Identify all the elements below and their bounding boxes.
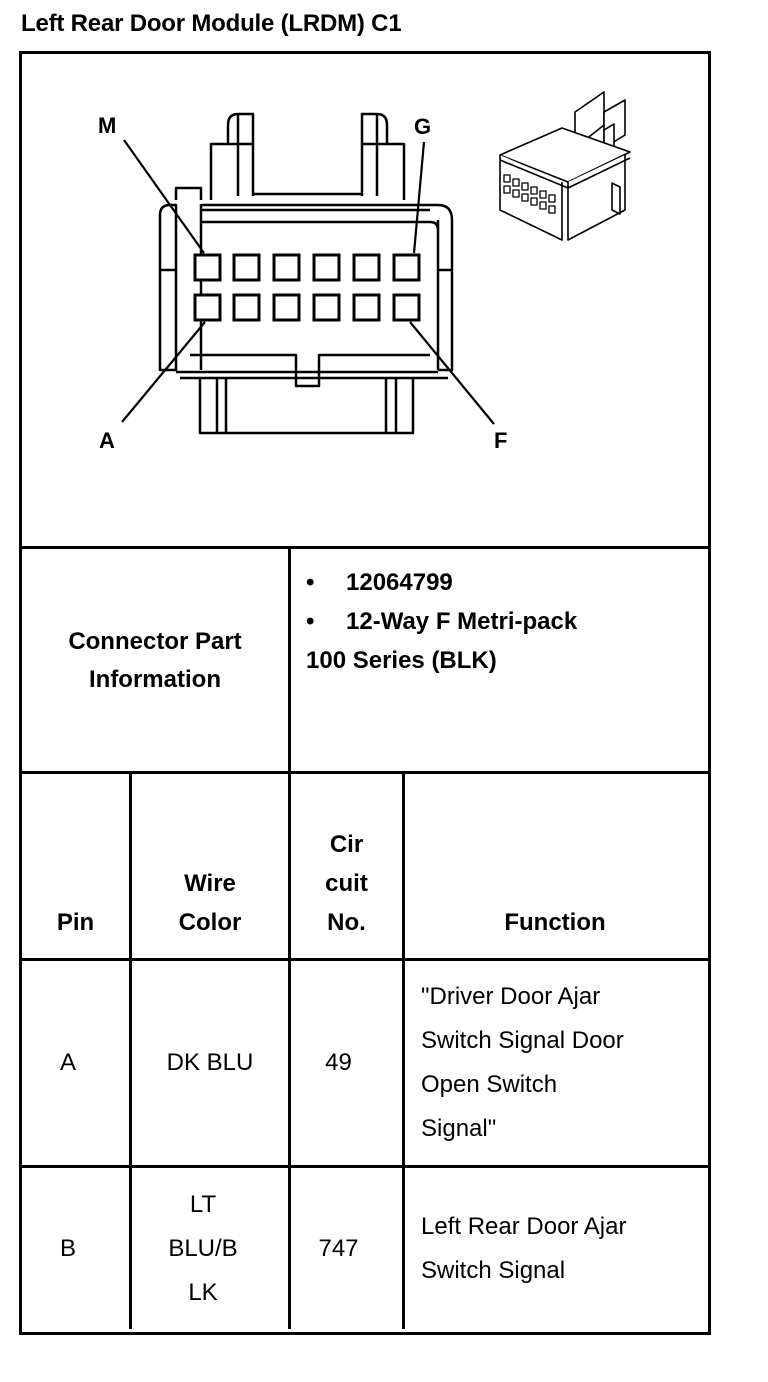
row-a-function: "Driver Door Ajar Switch Signal Door Ope… [405,961,705,1165]
cell-text: Signal" [421,1115,497,1142]
cavity [193,293,222,322]
cell-text: DK BLU [166,1049,254,1076]
cell-text: "Driver Door Ajar [421,983,601,1010]
cavity [272,293,301,322]
row-a-pin: A [59,1049,76,1076]
pin-label-a: A [99,428,115,453]
leader-line-a [121,321,206,423]
connector-part-info-list: • 12064799 • 12-Way F Metri-pack 100 Ser… [306,563,577,680]
row-b-wire-color: LT BLU/B LK [132,1168,274,1329]
cell-text: Switch Signal [421,1256,566,1284]
cell-text: Switch Signal Door [421,1027,624,1054]
leader-line-m [123,139,205,254]
divider [19,1165,708,1168]
row-b-circuit: 747 [318,1234,359,1262]
header-text: cuit [325,870,368,897]
part-number: 12064799 [346,569,453,596]
label-line: Information [88,665,221,693]
cavity [352,293,381,322]
header-text: Cir [329,831,364,858]
bullet-icon: • [306,608,315,635]
cavity [352,253,381,282]
cell-text: Open Switch [421,1071,558,1098]
connector-table-frame [19,51,711,1335]
header-text: Function [504,909,606,936]
pin-label-m: M [98,113,116,138]
connector-diagram: M G A F [22,54,705,546]
header-function: Function [405,774,705,958]
bullet-icon: • [306,569,315,596]
header-text: Wire [184,870,236,897]
cavity [193,253,222,282]
cavity [312,293,341,322]
label-line: Connector Part [68,627,242,655]
leader-line-g [412,141,426,254]
divider [19,958,708,961]
header-text: Color [178,909,242,936]
cavity [232,293,261,322]
header-text: Pin [56,909,95,936]
header-circuit-no: Cir cuit No. [291,774,402,958]
pin-label-f: F [494,428,507,453]
cavity [232,253,261,282]
part-number-item: • 12064799 [306,563,577,602]
cell-text: LT [189,1190,217,1218]
cavity [392,293,421,322]
divider [19,546,708,549]
divider [129,771,132,1329]
header-wire-color: Wire Color [132,774,288,958]
header-pin: Pin [22,774,129,958]
cell-text: LK [188,1278,218,1306]
connector-part-info-label: Connector Part Information [22,550,288,771]
divider [19,771,708,774]
connector-series: 100 Series (BLK) [306,647,497,674]
cavity [272,253,301,282]
cavity [312,253,341,282]
divider [288,546,291,774]
cell-text: BLU/B [168,1234,238,1262]
connector-3d-view-icon [499,91,631,241]
header-text: No. [327,909,366,936]
cell-text: Left Rear Door Ajar [421,1212,627,1240]
connector-type-item: • 12-Way F Metri-pack [306,602,577,641]
page-title: Left Rear Door Module (LRDM) C1 [21,10,402,37]
row-a-wire-color: DK BLU [132,961,288,1165]
row-a-circuit: 49 [325,1049,352,1076]
row-b-function: Left Rear Door Ajar Switch Signal [405,1168,705,1329]
row-b-pin: B [59,1234,76,1262]
connector-face-view-icon: M G A F [98,91,631,453]
divider [402,771,405,1329]
cavity [392,253,421,282]
pin-label-g: G [414,114,431,139]
connector-type: 12-Way F Metri-pack [346,608,578,635]
leader-line-f [409,321,495,425]
cavity-grid [193,253,421,322]
divider [288,771,291,1329]
